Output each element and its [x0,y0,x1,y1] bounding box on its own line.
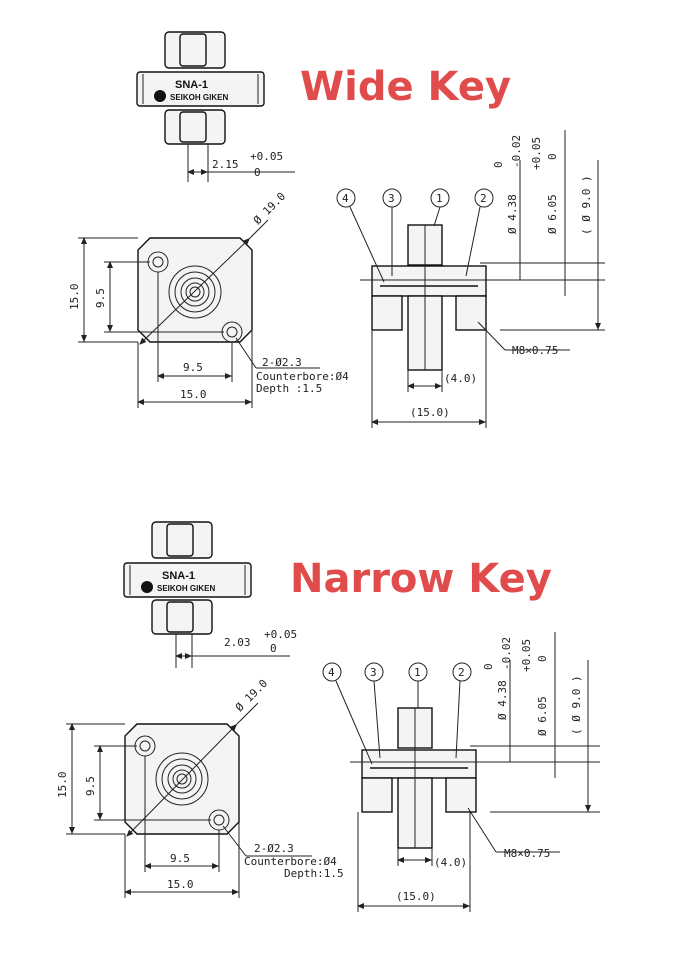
counterbore-callout: Counterbore:Ø4 [256,370,349,383]
connector-side-view: SNA-1 SEIKOH GIKEN 2.15 +0.05 0 [136,31,295,182]
connector-front-view: Ø 19.0 15.0 9.5 9.5 15.0 2-Ø2.3 Counterb… [68,190,349,408]
counterbore-callout: Counterbore:Ø4 [244,855,337,868]
d2-tol-upper: +0.05 [520,639,533,672]
svg-text:3: 3 [370,666,377,679]
connector-section-view: 4 3 1 2 Ø 4.38 0 -0.02 [336,130,605,428]
hole-pitch-h-dim: 9.5 [170,852,190,865]
thread-callout: M8×0.75 [512,344,558,357]
svg-text:4: 4 [342,192,349,205]
key-width-dim: 2.15 [212,158,239,171]
d1-tol-lower: -0.02 [500,637,513,670]
brand-label: SEIKOH GIKEN [157,584,215,593]
width-dim: 15.0 [167,878,194,891]
thread-callout: M8×0.75 [504,847,550,860]
d1-tol-upper: 0 [492,161,505,168]
key-tol-upper: +0.05 [250,150,283,163]
d1-tol-upper: 0 [482,663,495,670]
balloon-4: 4 [336,188,385,283]
connector-section-view: 4 3 1 2 Ø 4.38 0 -0.02 Ø 6 [322,632,600,912]
section-wide-key: SNA-1 SEIKOH GIKEN 2.15 +0.05 0 Ø 19.0 [68,31,605,428]
title-narrow-key: Narrow Key [290,556,552,602]
width-dim: 15.0 [180,388,207,401]
diagonal-dim: Ø 19.0 [251,190,288,227]
balloon-3: 3 [364,662,384,759]
d2-dim: Ø 6.05 [536,696,549,736]
key-tol-lower: 0 [254,166,261,179]
connector-front-view: Ø 19.0 15.0 9.5 9.5 15.0 2-Ø2.3 Counterb… [56,677,344,898]
svg-text:2: 2 [480,192,487,205]
len-small-dim: (4.0) [444,372,477,385]
d2-tol-lower: 0 [546,153,559,160]
len-small-dim: (4.0) [434,856,467,869]
d3-dim: ( Ø 9.0 ) [570,675,583,735]
d1-dim: Ø 4.38 [506,194,519,234]
diagonal-dim: Ø 19.0 [233,677,270,714]
svg-text:4: 4 [328,666,335,679]
svg-text:1: 1 [436,192,443,205]
balloon-3: 3 [382,188,402,276]
seikoh-logo-icon [154,90,166,102]
model-label: SNA-1 [175,79,208,91]
key-tol-lower: 0 [270,642,277,655]
balloon-4: 4 [322,662,373,765]
hole-pitch-v-dim: 9.5 [94,288,107,308]
title-wide-key: Wide Key [300,64,512,110]
model-label: SNA-1 [162,570,195,582]
d1-dim: Ø 4.38 [496,680,509,720]
balloon-2: 2 [452,662,472,759]
d2-tol-upper: +0.05 [530,137,543,170]
connector-side-view: SNA-1 SEIKOH GIKEN 2.03 +0.05 0 [123,521,297,668]
balloon-1: 1 [408,662,428,708]
brand-label: SEIKOH GIKEN [170,93,228,102]
d2-dim: Ø 6.05 [546,194,559,234]
holes-callout: 2-Ø2.3 [262,356,302,369]
hole-pitch-h-dim: 9.5 [183,361,203,374]
len-total-dim: (15.0) [396,890,436,903]
section-narrow-key: SNA-1 SEIKOH GIKEN 2.03 +0.05 0 Ø 19.0 [56,521,600,912]
key-width-dim: 2.03 [224,636,251,649]
len-total-dim: (15.0) [410,406,450,419]
d2-tol-lower: 0 [536,655,549,662]
balloon-2: 2 [465,188,494,277]
height-dim: 15.0 [68,284,81,311]
seikoh-logo-icon [141,581,153,593]
balloon-1: 1 [430,188,450,227]
svg-text:2: 2 [458,666,465,679]
d1-tol-lower: -0.02 [510,135,523,168]
svg-text:3: 3 [388,192,395,205]
height-dim: 15.0 [56,772,69,799]
svg-text:1: 1 [414,666,421,679]
d3-dim: ( Ø 9.0 ) [580,175,593,235]
key-tol-upper: +0.05 [264,628,297,641]
holes-callout: 2-Ø2.3 [254,842,294,855]
hole-pitch-v-dim: 9.5 [84,776,97,796]
depth-callout: Depth:1.5 [284,867,344,880]
depth-callout: Depth :1.5 [256,382,322,395]
